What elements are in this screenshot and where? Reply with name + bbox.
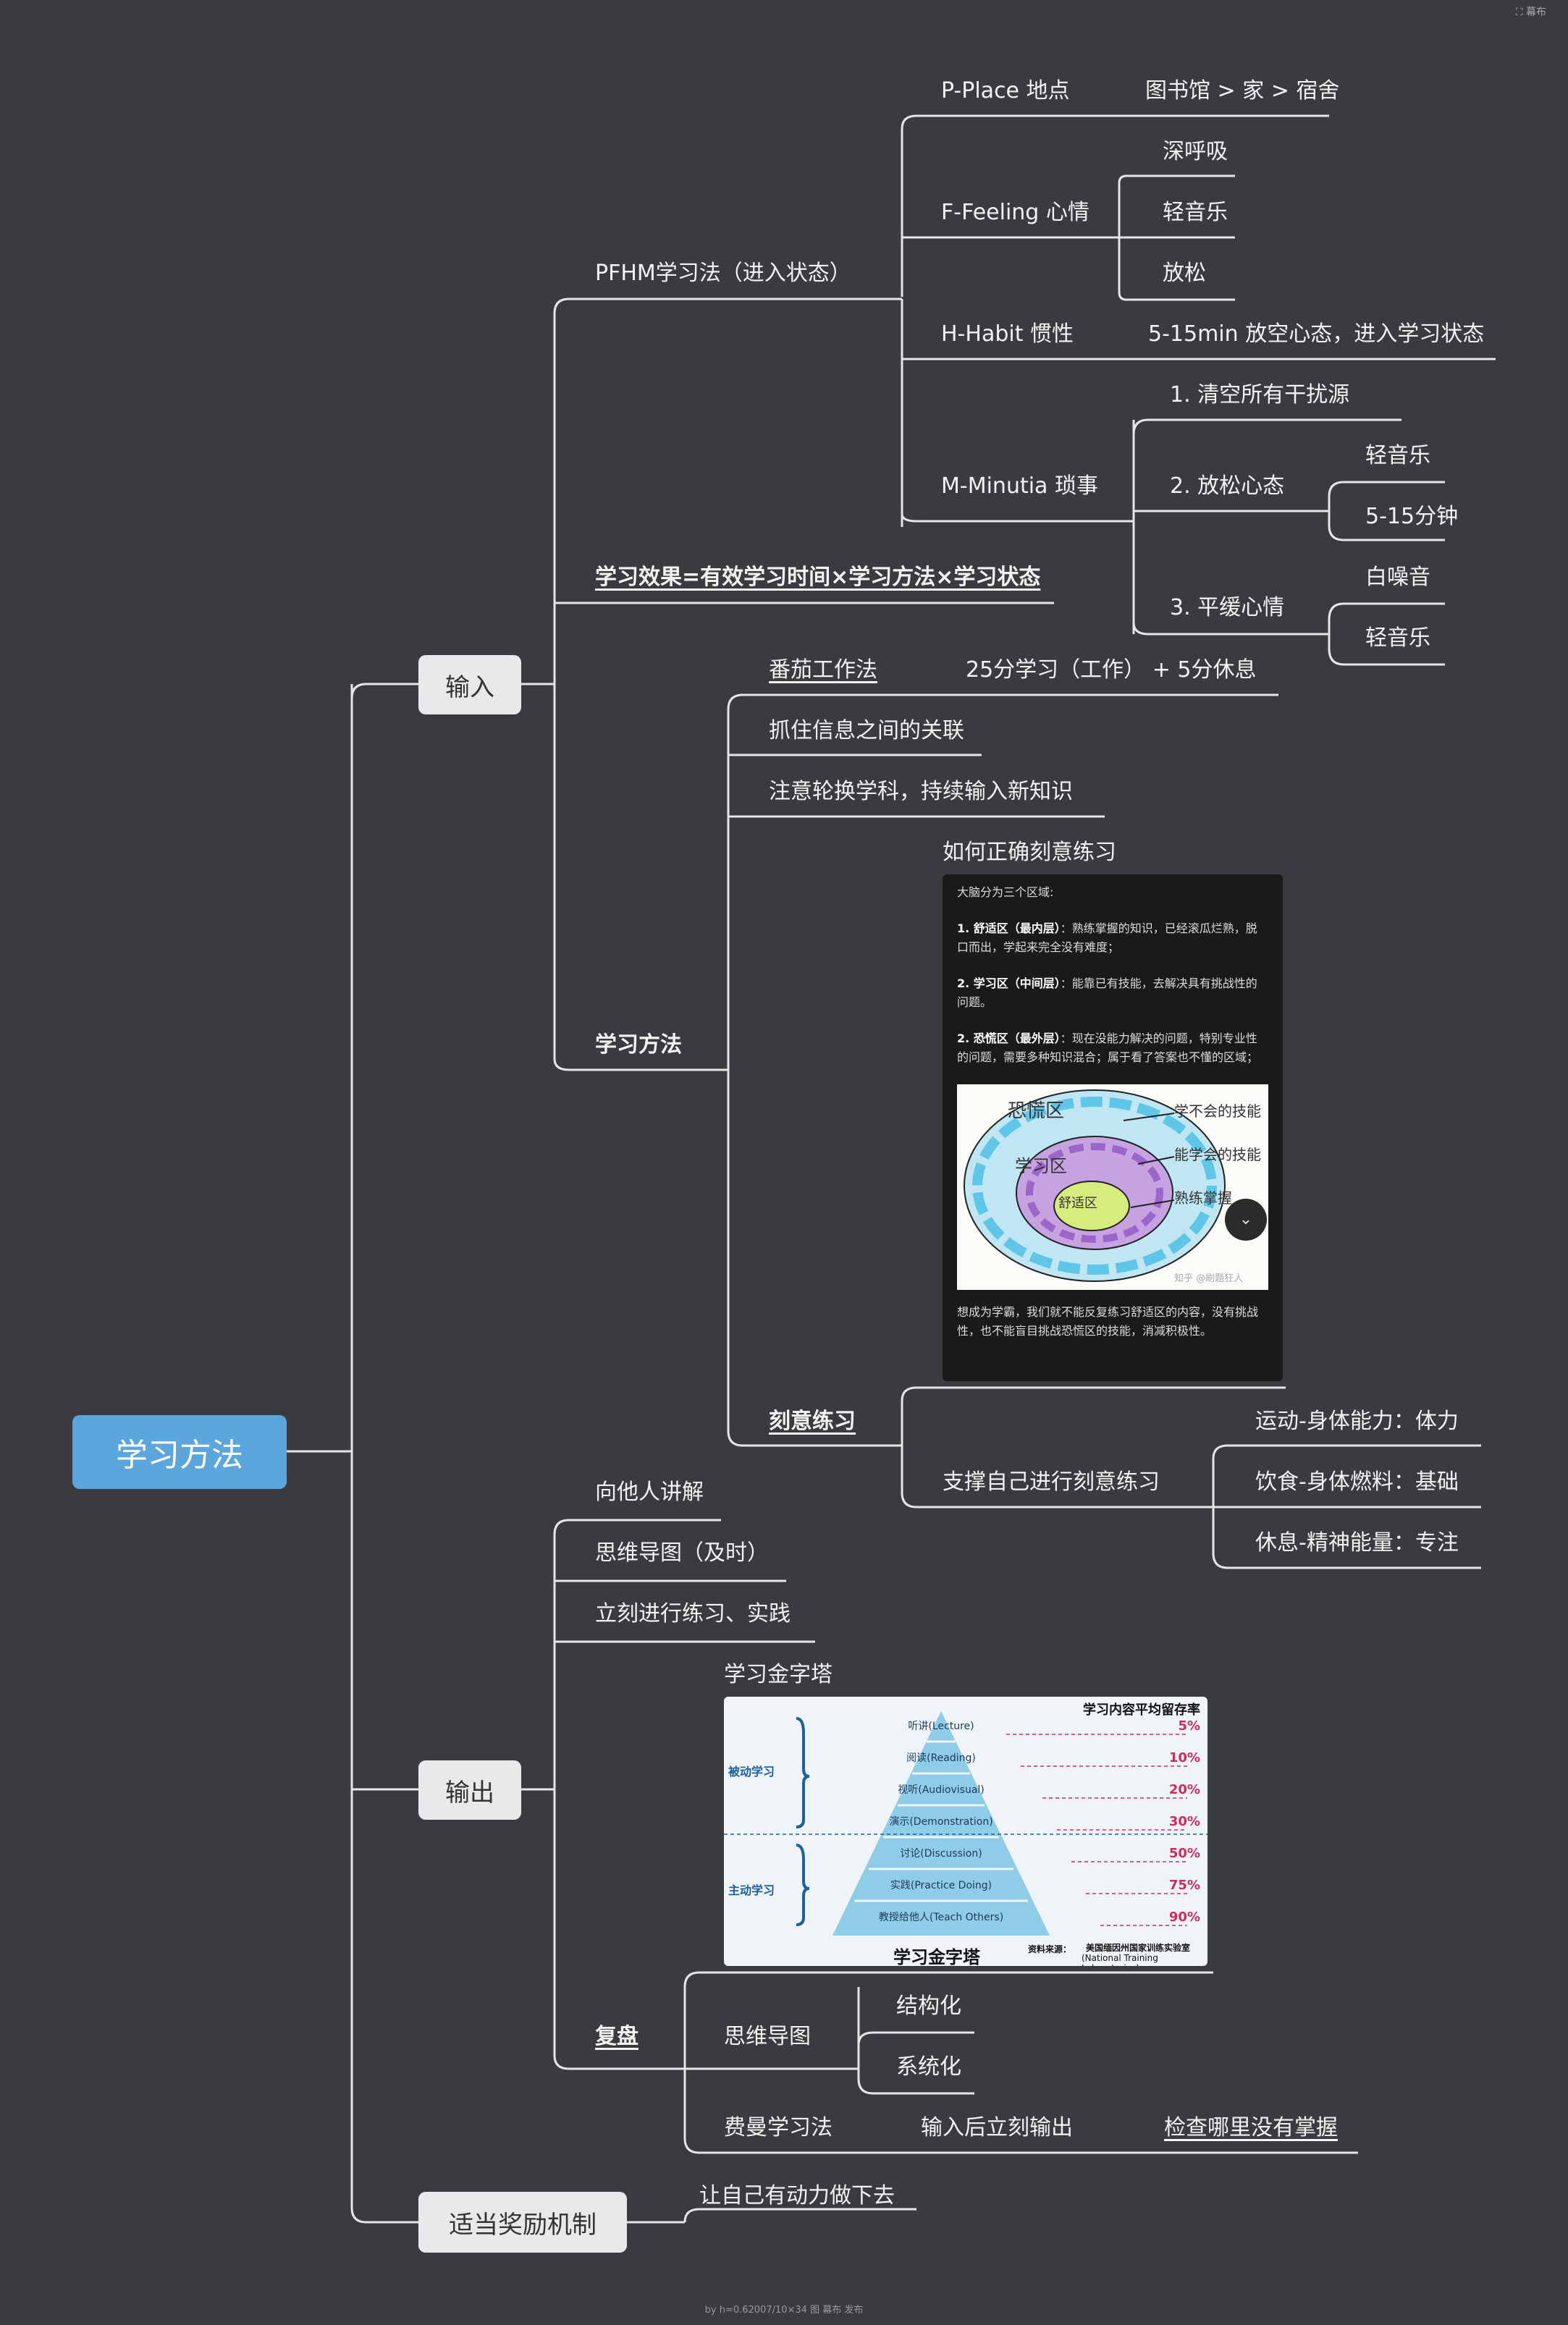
zone3-title: 2. 恐慌区（最外层） [957,1031,1061,1045]
pfhm-title[interactable]: PFHM学习法（进入状态） [595,261,851,286]
pfhm-m2-item[interactable]: 5-15分钟 [1365,504,1459,529]
pfhm-m3[interactable]: 3. 平缓心情 [1170,595,1285,620]
teach-node[interactable]: 向他人讲解 [595,1480,704,1505]
review-mindmap-item[interactable]: 结构化 [896,1993,961,2019]
pfhm-m2[interactable]: 2. 放松心态 [1170,473,1285,499]
chevron-down-icon: ⌄ [1239,1210,1253,1228]
pfhm-m-label[interactable]: M-Minutia 琐事 [941,473,1098,499]
card-intro: 大脑分为三个区域: [957,885,1054,899]
pyramid-rate: 30% [1168,1814,1200,1829]
pfhm-f-item[interactable]: 放松 [1163,261,1206,286]
tomato-value[interactable]: 25分学习（工作） + 5分休息 [966,657,1257,683]
pyramid-rate: 20% [1168,1782,1200,1797]
pyramid-header: 学习内容平均留存率 [1083,1702,1200,1718]
feynman-mid[interactable]: 输入后立刻输出 [921,2115,1073,2140]
root-node[interactable]: 学习方法 [72,1415,287,1489]
formula-node[interactable]: 学习效果=有效学习时间×学习方法×学习状态 [595,565,1041,590]
pyramid-layer: 教授给他人(Teach Others) [878,1912,1004,1923]
zones-drawing [964,1089,1226,1282]
zone2-text: ：能靠已有技能，去解决具有挑战性的问题。 [957,976,1257,1009]
pfhm-p-label[interactable]: P-Place 地点 [941,78,1070,104]
image-watermark: 知乎 @刷题狂人 [1174,1273,1244,1284]
curtain-logo[interactable]: ⛶ 幕布 [1515,7,1546,18]
tomato-node[interactable]: 番茄工作法 [769,657,877,683]
review-node[interactable]: 复盘 [595,2024,638,2049]
pyramid-footer-title: 学习金字塔 [893,1947,980,1966]
card-zone1: 1. 舒适区（最内层）：熟练掌握的知识，已经滚瓜烂熟，脱口而出，学起来完全没有难… [957,919,1268,957]
review-mindmap-item[interactable]: 系统化 [896,2054,961,2080]
branch-reward[interactable]: 适当奖励机制 [418,2192,627,2253]
comfort-zone-label: 舒适区 [1058,1196,1097,1211]
pfhm-m2-item[interactable]: 轻音乐 [1365,443,1430,468]
card-zone2: 2. 学习区（中间层）：能靠已有技能，去解决具有挑战性的问题。 [957,974,1268,1012]
deliberate-node[interactable]: 刻意练习 [769,1409,856,1434]
pfhm-f-item[interactable]: 轻音乐 [1163,200,1228,225]
pfhm-m3-item[interactable]: 轻音乐 [1365,625,1430,651]
pyramid-drawing [724,1711,1207,1936]
zones-image: 恐慌区 学习区 舒适区 学不会的技能 能学会的技能 熟练掌握 知乎 @刷题狂人 … [957,1084,1268,1290]
panic-zone-label: 恐慌区 [1008,1100,1065,1122]
pyramid-layer: 视听(Audiovisual) [898,1784,985,1796]
pfhm-m3-item[interactable]: 白噪音 [1365,565,1430,590]
note-mastered: 熟练掌握 [1174,1189,1232,1207]
pyramid-source-en: (National Training Laboratories) [1082,1953,1158,1966]
pyramid-layer: 实践(Practice Doing) [890,1880,992,1891]
pfhm-p-value[interactable]: 图书馆 > 家 > 宿舍 [1145,78,1340,104]
review-mindmap[interactable]: 思维导图 [724,2024,811,2049]
pyramid-rate: 50% [1168,1846,1200,1861]
feynman-node[interactable]: 费曼学习法 [724,2115,833,2140]
reward-text[interactable]: 让自己有动力做下去 [699,2183,895,2208]
pyramid-layer: 讨论(Discussion) [900,1848,982,1860]
branch-input[interactable]: 输入 [418,655,521,714]
mindmap-node[interactable]: 思维导图（及时） [595,1540,769,1566]
pyramid-source-label: 资料来源： [1028,1944,1072,1954]
method-title[interactable]: 学习方法 [595,1032,682,1058]
how-title[interactable]: 如何正确刻意练习 [943,840,1116,865]
support-item[interactable]: 休息-精神能量：专注 [1255,1530,1459,1556]
rotate-node[interactable]: 注意轮换学科，持续输入新知识 [769,779,1073,804]
support-item[interactable]: 饮食-身体燃料：基础 [1255,1469,1459,1495]
pfhm-h-label[interactable]: H-Habit 惯性 [941,321,1074,347]
expand-button[interactable]: ⌄ [1225,1199,1267,1241]
zone1-title: 1. 舒适区（最内层） [957,921,1061,935]
note-learnable: 能学会的技能 [1174,1146,1261,1163]
zone1-text: ：熟练掌握的知识，已经滚瓜烂熟，脱口而出，学起来完全没有难度； [957,921,1257,954]
pyramid-title[interactable]: 学习金字塔 [724,1662,833,1687]
pyramid-source: 美国缅因州国家训练实验室 [1086,1943,1191,1953]
feynman-end[interactable]: 检查哪里没有掌握 [1164,2115,1338,2140]
pyramid-rate: 75% [1168,1878,1200,1893]
pyramid-rate: 90% [1168,1910,1200,1925]
zone3-text: ：现在没能力解决的问题，特别专业性的问题，需要多种知识混合；属于看了答案也不懂的… [957,1031,1259,1064]
support-node[interactable]: 支撑自己进行刻意练习 [943,1469,1160,1495]
card-end: 想成为学霸，我们就不能反复练习舒适区的内容，没有挑战性，也不能盲目挑战恐慌区的技… [957,1305,1259,1338]
pyramid-image: 学习内容平均留存率 被动学习 主动学习 听讲(Lecture) 阅读(Readi… [724,1697,1207,1966]
active-label: 主动学习 [728,1883,775,1897]
learn-zone-label: 学习区 [1015,1156,1067,1176]
pyramid-layer: 演示(Demonstration) [889,1816,993,1828]
pyramid-rate: 5% [1178,1718,1200,1734]
pyramid-layer: 阅读(Reading) [906,1752,976,1764]
link-node[interactable]: 抓住信息之间的关联 [769,718,964,743]
support-item[interactable]: 运动-身体能力：体力 [1255,1409,1459,1434]
pfhm-f-label[interactable]: F-Feeling 心情 [941,200,1089,225]
zone2-title: 2. 学习区（中间层） [957,976,1061,990]
deliberate-practice-card: 大脑分为三个区域: 1. 舒适区（最内层）：熟练掌握的知识，已经滚瓜烂熟，脱口而… [943,874,1283,1381]
pfhm-f-item[interactable]: 深呼吸 [1163,139,1228,164]
footer-credit: by h=0.62007/10×34 图 幕布 发布 [704,2305,864,2316]
pyramid-layer: 听讲(Lecture) [908,1721,974,1732]
branch-output[interactable]: 输出 [418,1760,521,1820]
note-unlearnable: 学不会的技能 [1174,1102,1261,1120]
practice-node[interactable]: 立刻进行练习、实践 [595,1601,791,1626]
card-zone3: 2. 恐慌区（最外层）：现在没能力解决的问题，特别专业性的问题，需要多种知识混合… [957,1029,1268,1067]
pfhm-m1[interactable]: 1. 清空所有干扰源 [1170,382,1350,408]
pyramid-rate: 10% [1168,1750,1200,1765]
passive-label: 被动学习 [728,1765,775,1778]
pfhm-h-value[interactable]: 5-15min 放空心态，进入学习状态 [1148,321,1485,347]
